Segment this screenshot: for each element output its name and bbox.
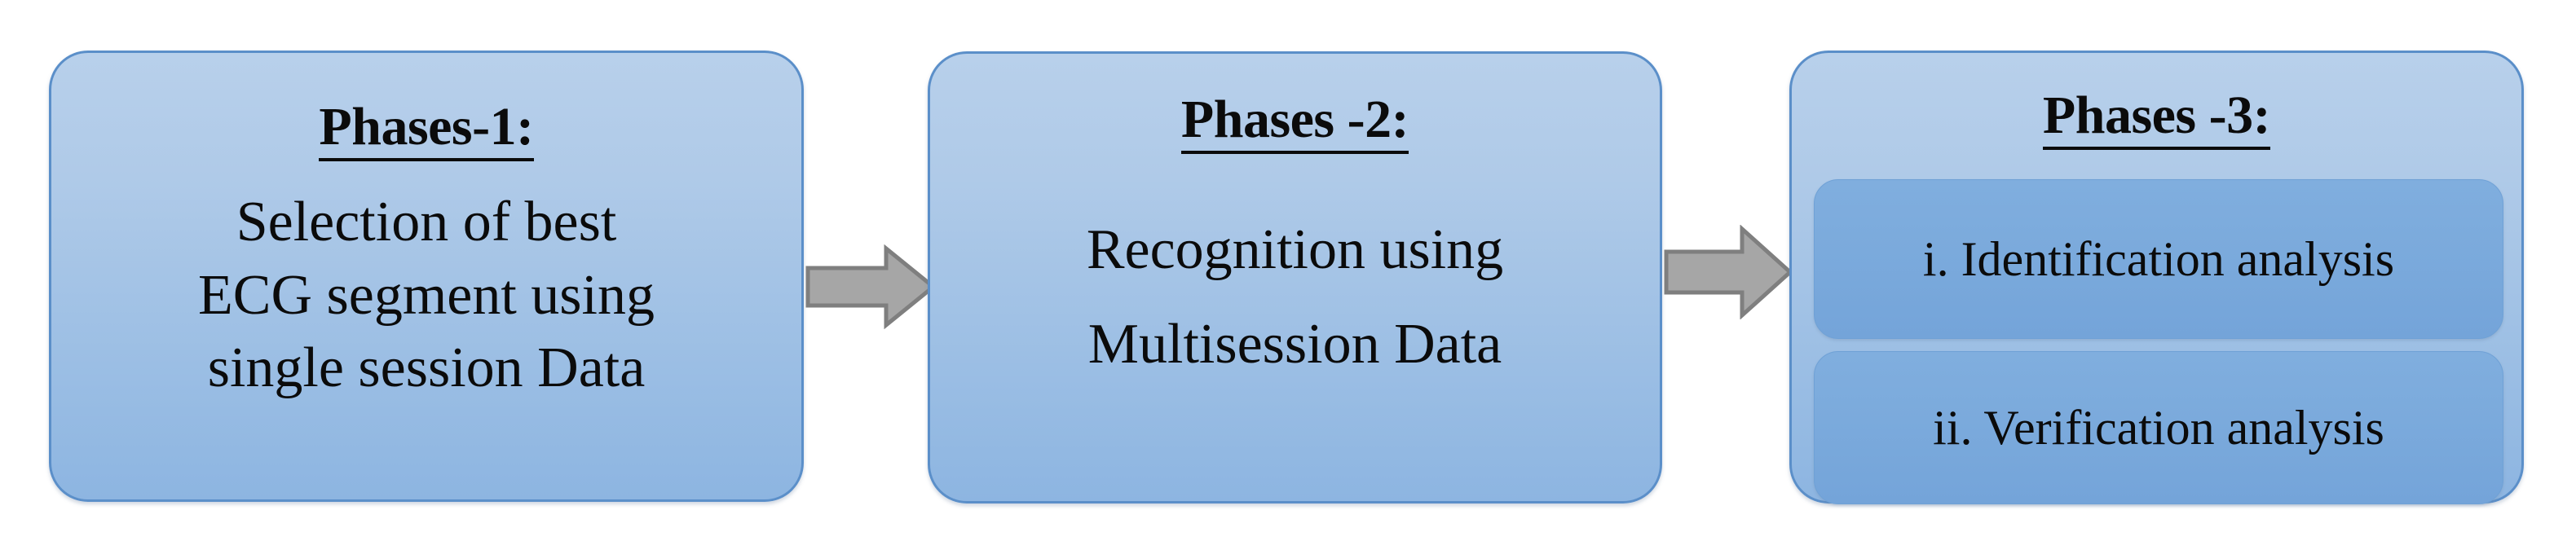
phase-box-1[interactable]: Phases-1: Selection of best ECG segment … — [49, 51, 804, 502]
phase-3-sub-item-verification[interactable]: ii. Verification analysis — [1814, 351, 2503, 504]
phase-1-body: Selection of best ECG segment using sing… — [198, 191, 655, 400]
phase-3-sub-item-identification[interactable]: i. Identification analysis — [1814, 179, 2503, 339]
flow-arrow-2 — [1664, 224, 1793, 320]
phase-box-2[interactable]: Phases -2: Recognition using Multisessio… — [928, 51, 1662, 503]
phase-1-title: Phases-1: — [319, 100, 534, 161]
phase-3-sub-item-verification-label: ii. Verification analysis — [1933, 401, 2384, 455]
flow-arrow-1 — [805, 244, 937, 330]
phase-3-content: Phases -3: — [1792, 53, 2521, 501]
phase-3-sub-item-identification-label: i. Identification analysis — [1922, 232, 2395, 286]
phase-2-title: Phases -2: — [1180, 93, 1409, 154]
phase-box-3[interactable]: Phases -3: i. Identification analysis ii… — [1789, 51, 2524, 504]
right-block-arrow-icon — [1664, 224, 1793, 320]
phase-3-title: Phases -3: — [2042, 89, 2271, 150]
phase-2-body: Recognition using Multisession Data — [1086, 218, 1504, 376]
right-block-arrow-icon — [805, 244, 937, 330]
phase-2-content: Phases -2: Recognition using Multisessio… — [930, 54, 1660, 501]
phase-1-content: Phases-1: Selection of best ECG segment … — [51, 53, 801, 499]
